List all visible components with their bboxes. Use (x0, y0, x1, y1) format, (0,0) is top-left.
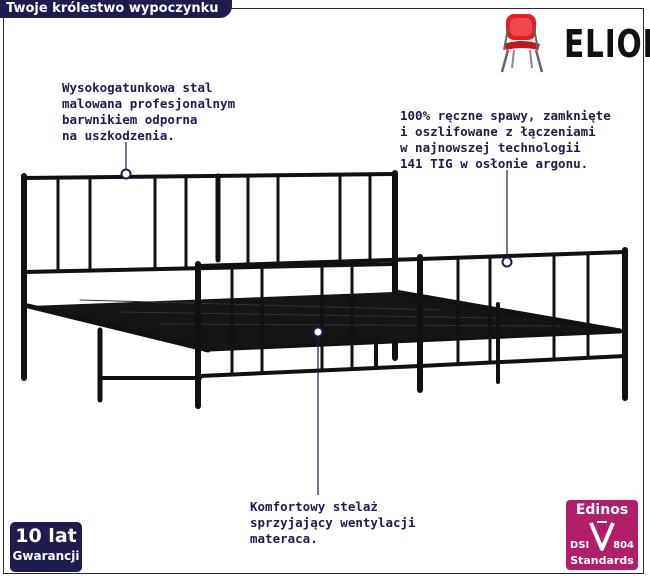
tagline-banner: Twoje królestwo wypoczynku (0, 0, 233, 18)
red-chair-icon (500, 14, 544, 73)
warranty-label: Gwarancji (12, 549, 80, 563)
callout-ventilation: Komfortowy stelaż sprzyjający wentylacji… (250, 499, 416, 546)
certificate-footer: Standards (570, 554, 634, 567)
edinos-certificate-badge: Edinos DSI 804 Standards (566, 500, 638, 570)
callout-steel-quality: Wysokogatunkowa stal malowana profesjona… (62, 80, 236, 143)
callout-welding: 100% ręczne spawy, zamknięte i oszlifowa… (400, 108, 611, 171)
warranty-badge: 10 lat Gwarancji (10, 522, 82, 572)
warranty-years: 10 lat (15, 525, 77, 547)
brand-logo (500, 14, 544, 73)
certificate-left-code: DSI (570, 540, 590, 551)
image-frame (3, 8, 644, 574)
certificate-title: Edinos (575, 502, 629, 518)
brand-name: ELIOR (564, 22, 650, 66)
checkmark-shield-icon (589, 521, 615, 551)
certificate-right-code: 804 (613, 540, 634, 551)
